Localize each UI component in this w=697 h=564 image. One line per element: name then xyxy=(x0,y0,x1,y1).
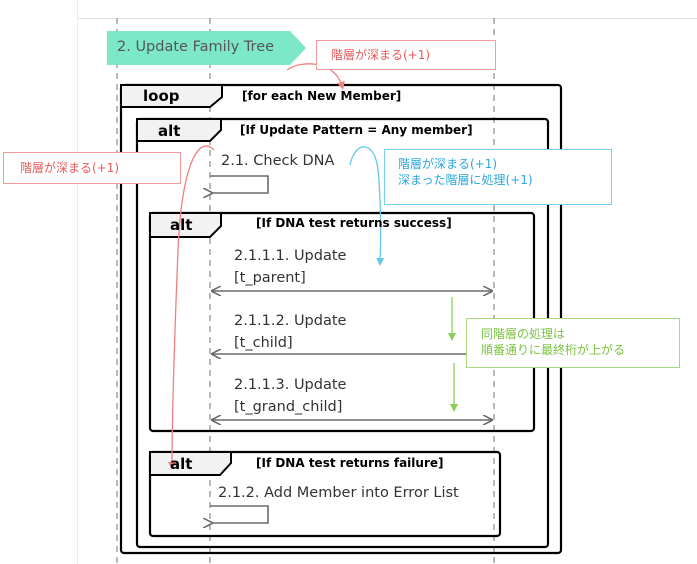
message-add-member-error-list: 2.1.2. Add Member into Error List xyxy=(218,485,459,501)
alt-any-member-guard: [If Update Pattern = Any member] xyxy=(240,123,473,137)
step-title: 2. Update Family Tree xyxy=(117,39,275,55)
message-update-grand-child-line1: 2.1.1.3. Update xyxy=(234,377,347,393)
note-green-line1: 同階層の処理は xyxy=(481,327,566,341)
top-toolbar-strip xyxy=(77,0,697,19)
note-green: 同階層の処理は 順番通りに最終桁が上がる xyxy=(466,318,680,368)
self-arrow-error-list xyxy=(210,505,269,523)
alt-success-tab xyxy=(149,212,222,238)
alt-failure-frame xyxy=(148,450,502,538)
note-blue-line2: 深まった階層に処理(+1) xyxy=(398,173,533,187)
loop-tab xyxy=(120,84,223,108)
alt-success-guard: [If DNA test returns success] xyxy=(256,216,452,230)
left-gutter-divider xyxy=(77,0,78,564)
message-update-child-line2: [t_child] xyxy=(234,335,293,351)
alt-any-member-tab xyxy=(136,118,222,142)
alt-failure-guard: [If DNA test returns failure] xyxy=(256,456,444,470)
loop-keyword: loop xyxy=(143,87,180,105)
message-update-grand-child-line2: [t_grand_child] xyxy=(234,399,343,415)
message-update-child-line1: 2.1.1.2. Update xyxy=(234,313,347,329)
note-red-top-text: 階層が深まる(+1) xyxy=(331,48,431,62)
note-blue-line1: 階層が深まる(+1) xyxy=(398,157,498,171)
note-red-top: 階層が深まる(+1) xyxy=(316,40,496,70)
red-curve-left xyxy=(168,145,215,470)
message-check-dna: 2.1. Check DNA xyxy=(221,153,335,169)
note-red-left-text: 階層が深まる(+1) xyxy=(20,161,120,175)
step-title-banner xyxy=(107,31,306,65)
note-green-line2: 順番通りに最終桁が上がる xyxy=(481,343,626,357)
alt-failure-keyword: alt xyxy=(170,455,193,473)
message-update-parent-line2: [t_parent] xyxy=(234,270,306,286)
note-red-left: 階層が深まる(+1) xyxy=(3,152,181,184)
blue-curve xyxy=(349,146,385,266)
message-update-parent-line1: 2.1.1.1. Update xyxy=(234,248,347,264)
self-arrow-check-dna xyxy=(210,175,269,193)
alt-success-keyword: alt xyxy=(170,216,193,234)
note-blue: 階層が深まる(+1) 深まった階層に処理(+1) xyxy=(384,149,612,205)
loop-guard: [for each New Member] xyxy=(242,89,402,103)
alt-any-member-keyword: alt xyxy=(158,122,181,140)
